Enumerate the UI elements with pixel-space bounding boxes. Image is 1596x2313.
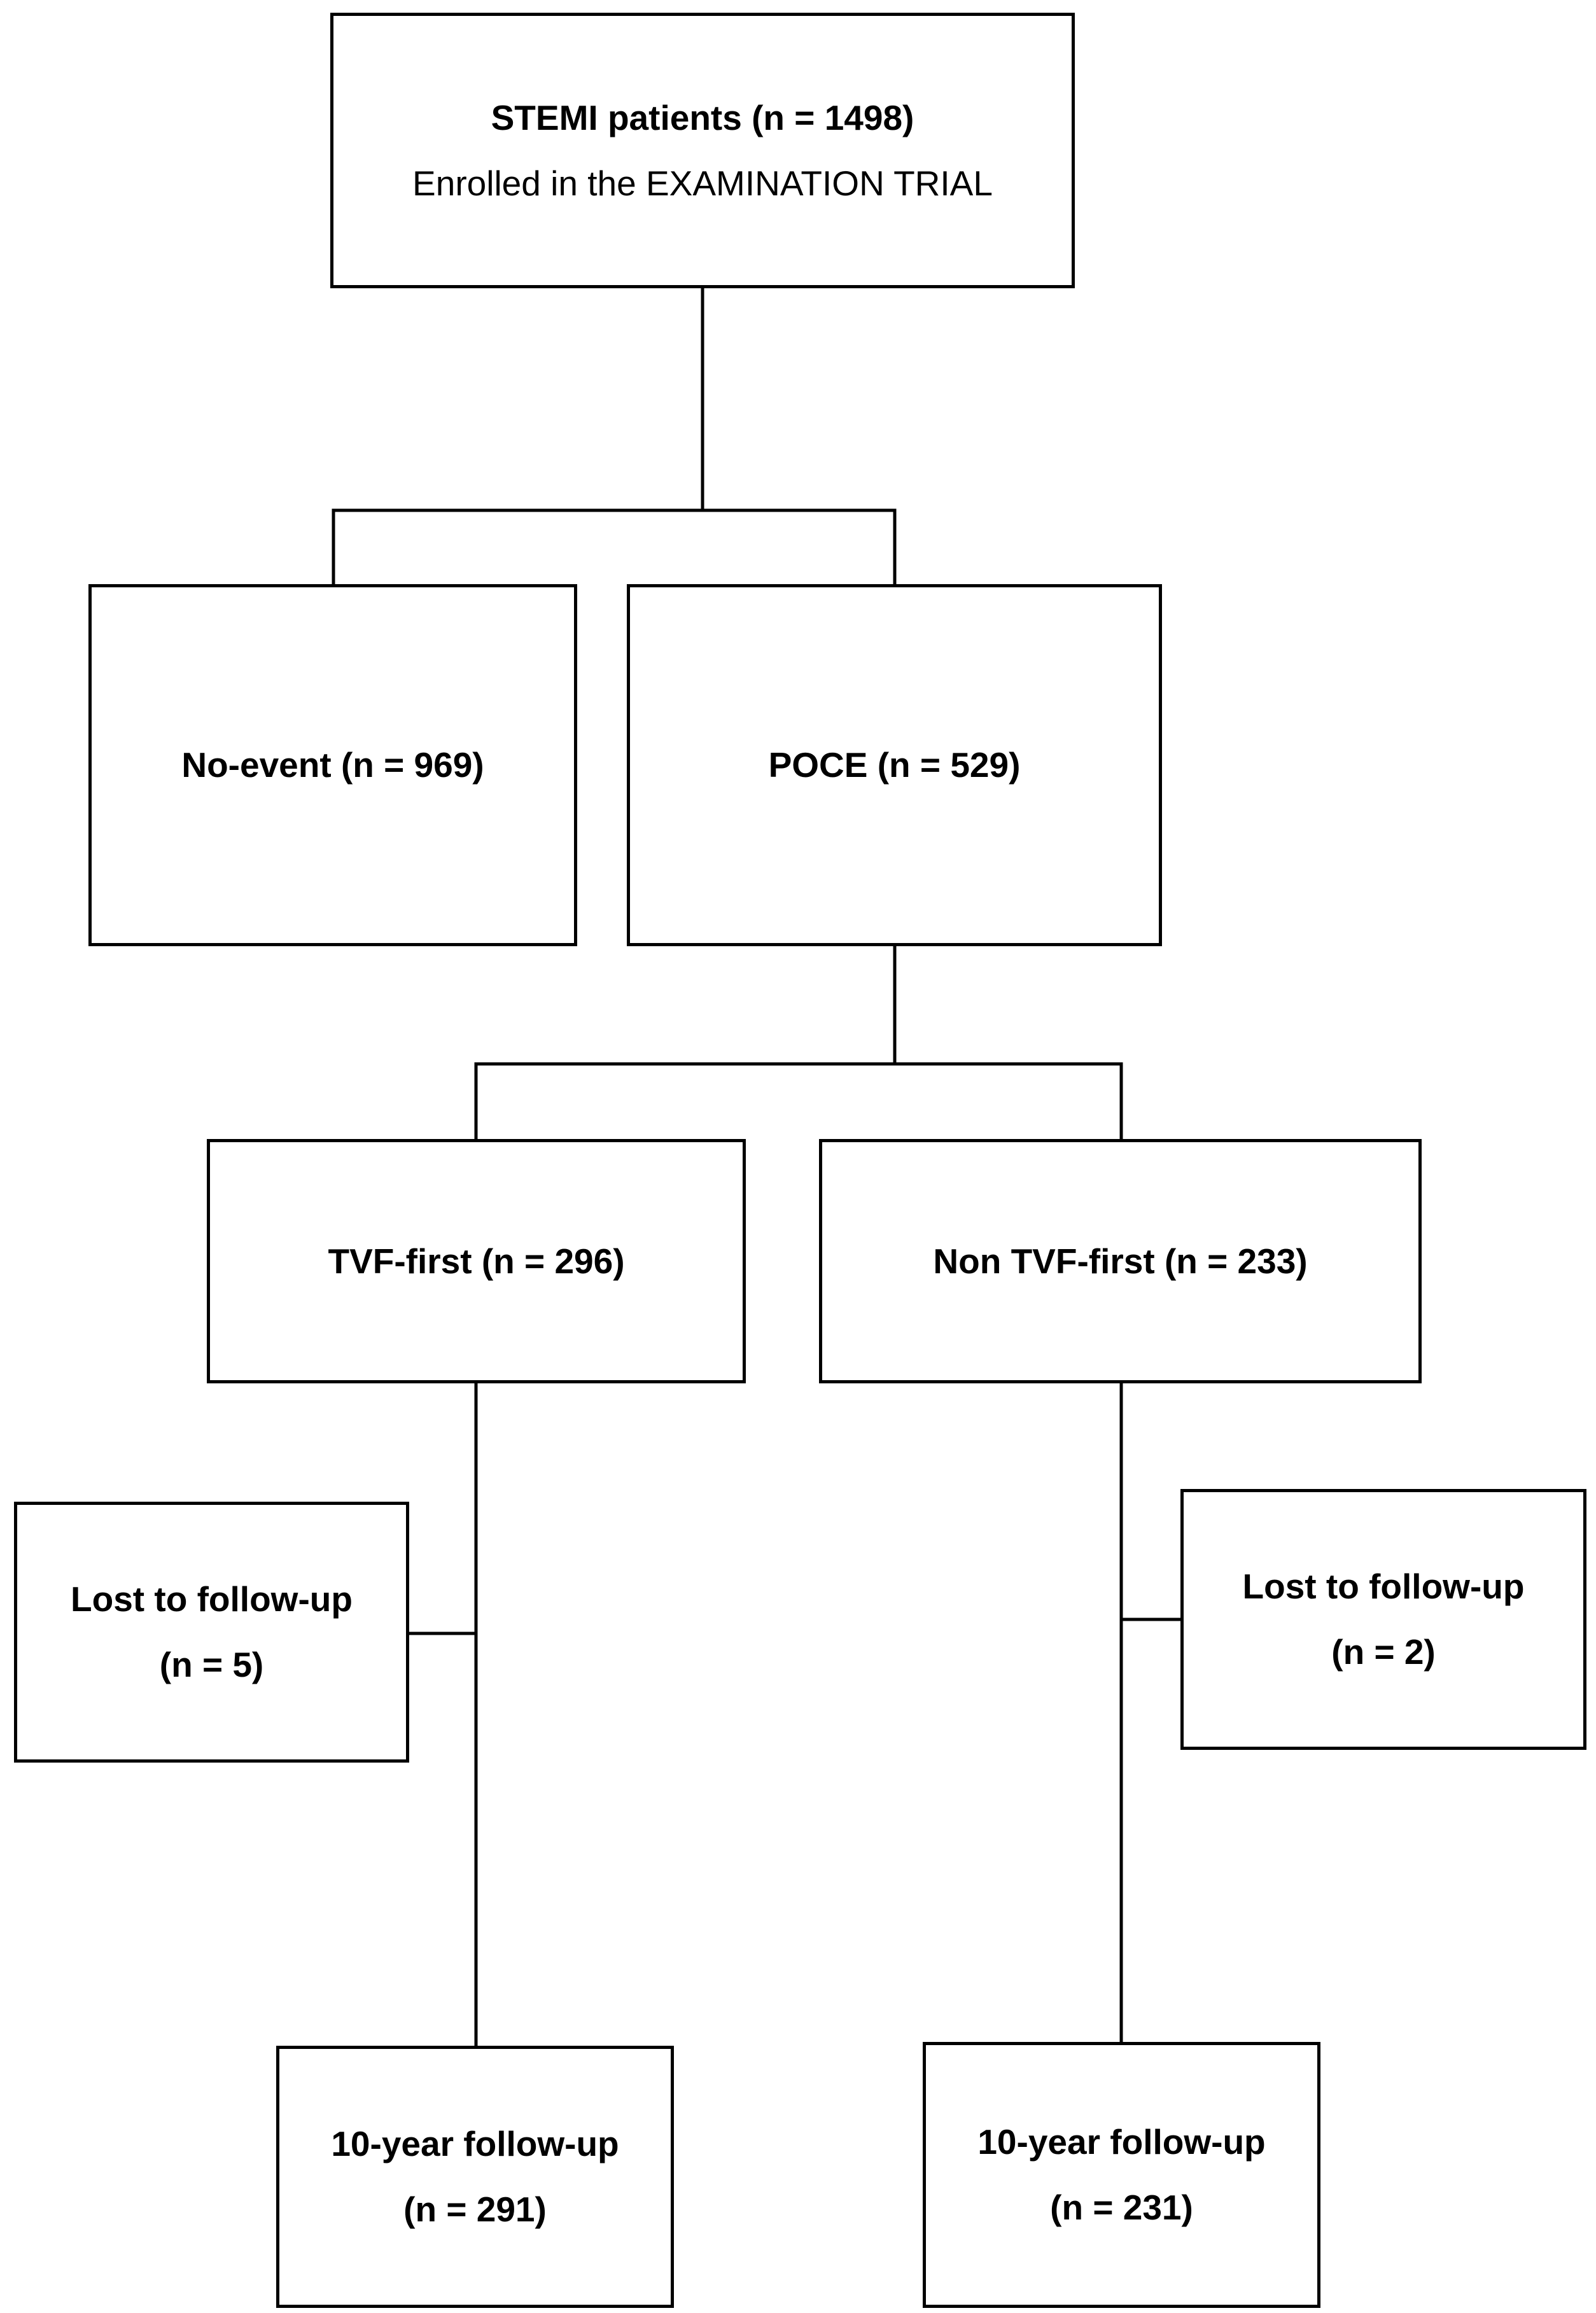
non-tvf-lost-box: Lost to follow-up (n = 2)	[1180, 1489, 1586, 1750]
non-tvf-followup-box: 10-year follow-up (n = 231)	[923, 2042, 1320, 2308]
non-tvf-followup-label: 10-year follow-up	[977, 2122, 1266, 2162]
tvf-followup-label: 10-year follow-up	[331, 2124, 619, 2163]
poce-label: POCE (n = 529)	[768, 745, 1021, 785]
non-tvf-lost-count: (n = 2)	[1331, 1632, 1436, 1672]
non-tvf-first-box: Non TVF-first (n = 233)	[819, 1139, 1422, 1383]
non-tvf-first-label: Non TVF-first (n = 233)	[933, 1241, 1308, 1281]
poce-box: POCE (n = 529)	[627, 584, 1162, 946]
tvf-first-label: TVF-first (n = 296)	[328, 1241, 625, 1281]
no-event-box: No-event (n = 969)	[88, 584, 577, 946]
tvf-lost-label: Lost to follow-up	[71, 1579, 353, 1619]
tvf-first-box: TVF-first (n = 296)	[207, 1139, 746, 1383]
root-title: STEMI patients (n = 1498)	[491, 97, 914, 137]
tvf-followup-box: 10-year follow-up (n = 291)	[276, 2046, 674, 2308]
tvf-lost-count: (n = 5)	[159, 1645, 264, 1684]
root-box: STEMI patients (n = 1498) Enrolled in th…	[330, 13, 1075, 288]
non-tvf-followup-count: (n = 231)	[1050, 2188, 1193, 2227]
tvf-lost-box: Lost to follow-up (n = 5)	[14, 1502, 409, 1763]
no-event-label: No-event (n = 969)	[181, 745, 484, 785]
non-tvf-lost-label: Lost to follow-up	[1242, 1567, 1525, 1606]
root-subtitle: Enrolled in the EXAMINATION TRIAL	[412, 163, 993, 203]
tvf-followup-count: (n = 291)	[403, 2190, 547, 2229]
